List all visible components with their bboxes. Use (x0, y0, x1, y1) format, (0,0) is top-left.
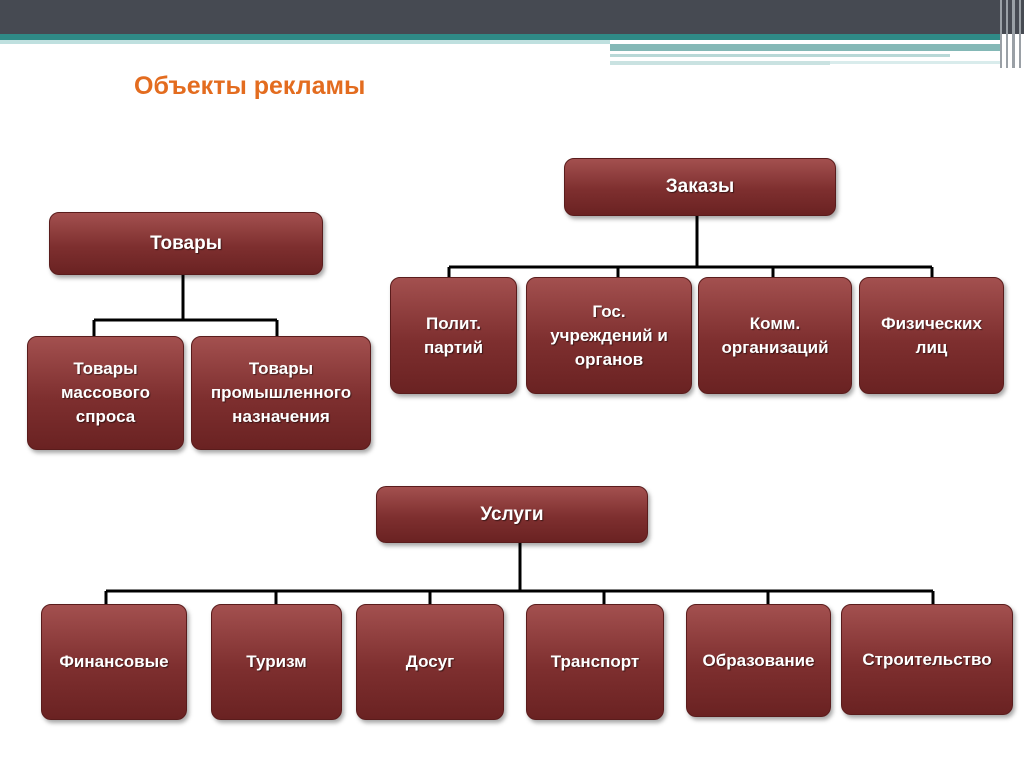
goods-node: Товары (49, 212, 323, 275)
node-label-line: промышленного (210, 383, 352, 402)
services-tourism-node: Туризм (211, 604, 342, 720)
node-label-line: Комм. (749, 313, 801, 333)
node-label-line: органов (574, 349, 644, 369)
services-construction-node: Строительство (841, 604, 1013, 715)
header-stripe (0, 40, 610, 44)
services-transport-node: Транспорт (526, 604, 664, 720)
node-label-line: Гос. (592, 301, 626, 321)
services-leisure-node: Досуг (356, 604, 504, 720)
orders-commercial-node: Комм. организаций (698, 277, 852, 394)
node-label-line: спроса (75, 407, 136, 426)
header-stripe (610, 54, 950, 57)
goods-mass-demand-node: Товары массового спроса (27, 336, 184, 450)
node-label-line: Полит. (426, 313, 481, 333)
header-vertical-line (1000, 0, 1002, 68)
header-stripe (830, 61, 1000, 64)
orders-political-parties-node: Полит. партий (390, 277, 517, 394)
page-title: Объекты рекламы (134, 72, 366, 100)
node-label-line: Товары (248, 359, 314, 378)
node-label-line: учреждений и (550, 325, 668, 345)
header-vertical-line (1019, 0, 1021, 68)
header-stripe (610, 61, 830, 65)
node-label-line: партий (423, 337, 484, 357)
orders-government-node: Гос. учреждений и органов (526, 277, 692, 394)
services-node: Услуги (376, 486, 648, 543)
node-label-line: лиц (915, 337, 948, 357)
services-financial-node: Финансовые (41, 604, 187, 720)
node-label-line: назначения (232, 407, 330, 426)
header-vertical-line (1006, 0, 1008, 68)
node-label-line: Физических (881, 313, 982, 333)
node-label-line: Товары (73, 359, 138, 378)
header-bar (0, 0, 1024, 34)
header-vertical-line (1012, 0, 1015, 68)
orders-node: Заказы (564, 158, 836, 216)
services-education-node: Образование (686, 604, 831, 717)
orders-individuals-node: Физических лиц (859, 277, 1004, 394)
header-stripe (610, 44, 1000, 51)
goods-industrial-node: Товары промышленного назначения (191, 336, 371, 450)
header-stripe (0, 34, 1000, 40)
node-label-line: организаций (721, 337, 829, 357)
node-label-line: массового (61, 383, 150, 402)
